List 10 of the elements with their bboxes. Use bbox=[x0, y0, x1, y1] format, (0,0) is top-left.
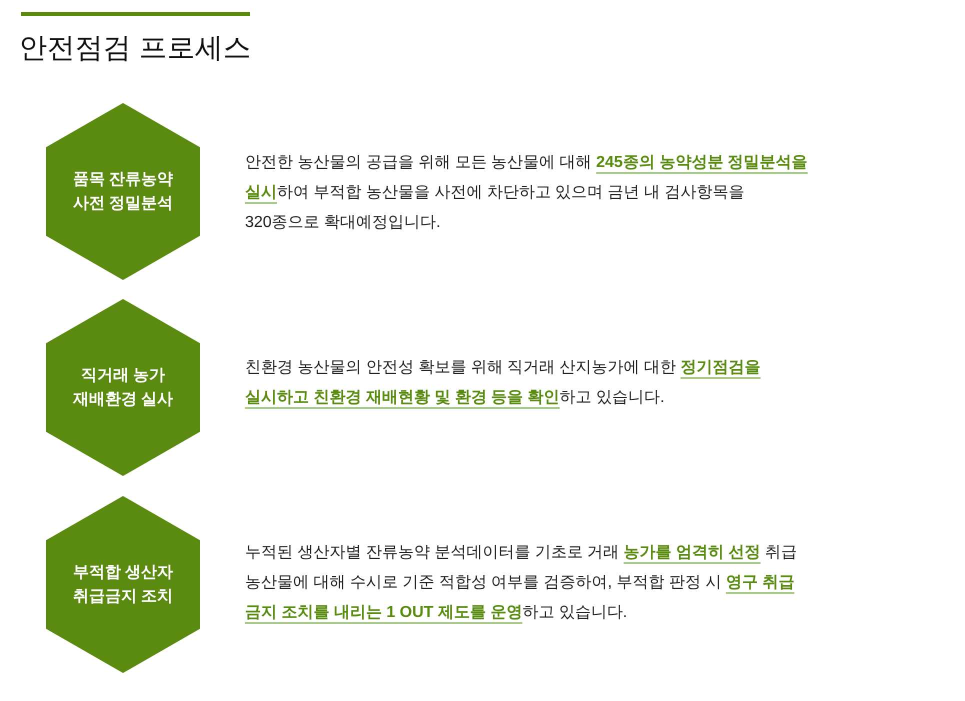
hexagon bbox=[46, 299, 200, 476]
description: 친환경 농산물의 안전성 확보를 위해 직거래 산지농가에 대한 정기점검을 실시하고 친환경 재배현황 및 환경 등을 확인하고 있습니다. bbox=[245, 358, 762, 408]
title: 안전점검 프로세스 bbox=[19, 31, 251, 65]
description: 안전한 농산물의 공급을 위해 모든 농산물에 대해 245종의 농약성분 정밀분석을 실시하여 부적합 농산물을 사전에 차단하고 있으며 금년 내 검사항목을 320종으로 확대예정입니다. bbox=[245, 153, 809, 233]
hexagon bbox=[46, 496, 200, 673]
hexagon bbox=[46, 103, 200, 280]
description: 누적된 생산자별 잔류농약 분석데이터를 기초로 거래 농가를 엄격히 선정 취급 농산물에 대해 수시로 기준 적합성 여부를 검증하여, 부적합 판정 시 영구 취급 금지 조치를 내리는 1 OUT 제도를 운영하고 있습니다. bbox=[245, 543, 798, 623]
hexagon-label: 부적합 생산자 취급금지 조치 bbox=[72, 562, 174, 606]
hexagon-label: 직거래 농가 재배환경 실사 bbox=[72, 366, 174, 410]
hexagon-label: 품목 잔류농약 사전 정밀분석 bbox=[72, 170, 174, 214]
